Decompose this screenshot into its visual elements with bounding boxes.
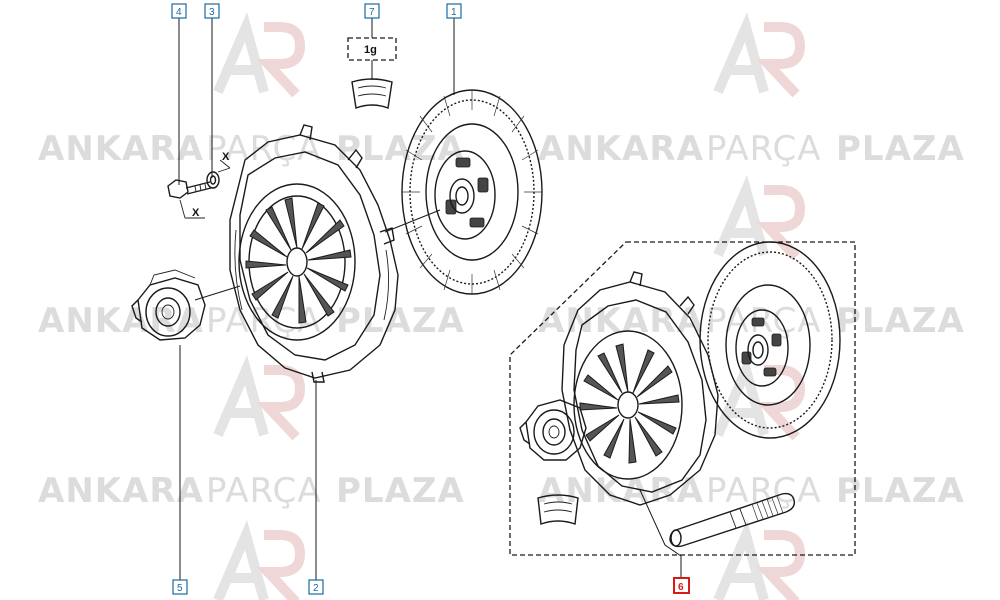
watermark-word-parca: PARÇA [206, 471, 322, 511]
release-bearing [131, 269, 206, 341]
callout-5[interactable]: 5 [172, 579, 188, 595]
watermark-word-ankara: ANKARA [38, 471, 204, 511]
watermark-word-ankara: ANKARA [38, 129, 204, 169]
grease-quantity: 1g [364, 44, 377, 56]
watermark-logo-3 [713, 174, 806, 261]
callout-label: 3 [209, 7, 215, 18]
callout-label: 5 [177, 583, 183, 594]
kit-clutch-disc [699, 241, 841, 439]
watermark-logo-5 [713, 354, 806, 441]
watermark-word-plaza: PLAZA [336, 471, 465, 511]
callout-label: 1 [451, 7, 457, 18]
watermark-word-ankara: ANKARA [538, 471, 704, 511]
kit-release-bearing [519, 399, 587, 461]
torque-mark-x: X [222, 151, 230, 163]
pressure-plate [229, 124, 399, 383]
watermark-row-1: ANKARA PARÇA PLAZA ANKARA PARÇA PLAZA [38, 129, 965, 169]
watermark-logo-4 [213, 354, 306, 441]
callout-label: 7 [369, 7, 375, 18]
callout-1[interactable]: 1 [446, 3, 462, 19]
alignment-tool [669, 492, 796, 548]
clutch-kit-assembly [509, 241, 856, 556]
callout-6[interactable]: 6 [673, 577, 690, 594]
watermark-word-plaza: PLAZA [836, 301, 965, 341]
watermark-row-3: ANKARA PARÇA PLAZA ANKARA PARÇA PLAZA [38, 471, 965, 511]
watermark-word-plaza: PLAZA [336, 301, 465, 341]
watermark-logo-6 [213, 519, 306, 600]
callout-2[interactable]: 2 [308, 579, 324, 595]
watermark-row-2: ANKARA PARÇA PLAZA ANKARA PARÇA PLAZA [38, 301, 965, 341]
watermark-word-plaza: PLAZA [836, 471, 965, 511]
callout-label: 4 [176, 7, 182, 18]
bolt: X [167, 179, 212, 219]
torque-mark-x: X [192, 207, 200, 219]
watermark-word-parca: PARÇA [706, 129, 822, 169]
kit-pressure-plate [561, 271, 719, 506]
callout-4[interactable]: 4 [171, 3, 187, 19]
watermark-word-plaza: PLAZA [336, 129, 465, 169]
callout-label-highlighted: 6 [678, 582, 684, 593]
kit-grease-packet [537, 494, 579, 525]
callout-label: 2 [313, 583, 319, 594]
callout-7[interactable]: 7 [364, 3, 380, 19]
watermark-logo-1 [213, 11, 306, 98]
damper-springs [445, 157, 489, 228]
clutch-disc [401, 89, 543, 295]
washer: X [206, 151, 231, 189]
callout-3[interactable]: 3 [204, 3, 220, 19]
watermark-word-plaza: PLAZA [836, 129, 965, 169]
watermark-logo-2 [713, 11, 806, 98]
diaphragm-spring-fingers [245, 197, 352, 324]
watermark-logo-7 [713, 519, 806, 600]
watermark-word-ankara: ANKARA [538, 301, 704, 341]
watermark-word-ankara: ANKARA [538, 129, 704, 169]
grease-packet: 1g [347, 37, 397, 109]
